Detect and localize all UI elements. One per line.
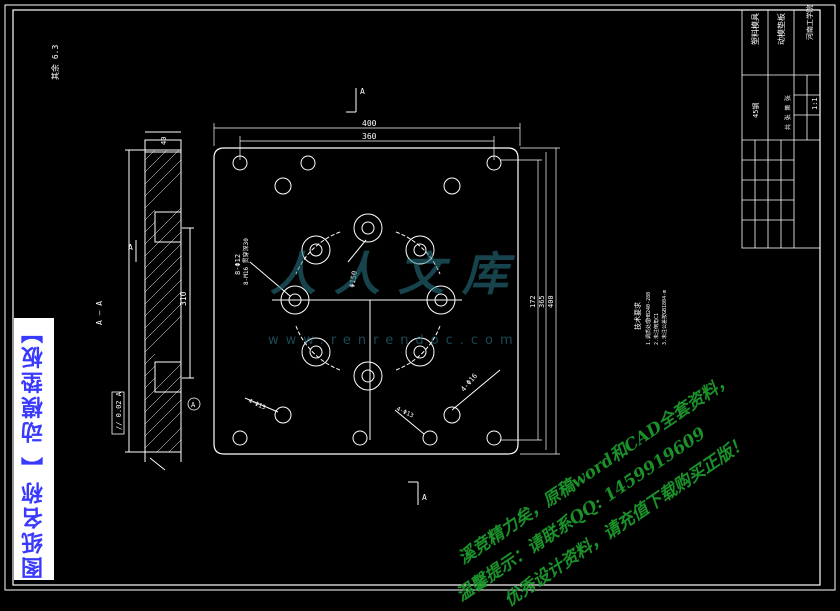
right-inner-dim: 172: [529, 295, 537, 308]
top-dimensions: [213, 123, 521, 160]
logo-watermark-url: www.renrendoc.com: [268, 333, 520, 348]
section-mark-side: A: [128, 243, 133, 252]
section-view: [125, 131, 194, 471]
right-total-dim: 400: [547, 295, 555, 308]
plate-plan-view: [213, 147, 519, 455]
top-outer-dim: 400: [362, 119, 377, 128]
tolerance-frame: [111, 391, 125, 435]
section-hatching: [144, 149, 182, 453]
title-block-material: 45钢: [751, 103, 760, 118]
right-dimensions: [500, 147, 560, 455]
right-mid-dim: 365: [538, 295, 546, 308]
title-block-sheet: 共 张 第 张: [784, 95, 792, 130]
thread-callout: 8-M16 贯穿深30: [242, 238, 250, 285]
section-view-label: A — A: [95, 301, 104, 325]
hole-pattern: [232, 155, 502, 446]
hole-callout-left: 8-Φ12: [234, 254, 242, 275]
notes-line-1: 1.调质处理HB240-280: [645, 292, 652, 345]
datum-symbol: [187, 397, 201, 411]
hole-callout-bottom-left: 4-Φ13: [247, 397, 267, 411]
outer-frame: [4, 4, 836, 591]
section-height-dim: 310: [179, 291, 188, 306]
notes-line-3: 3.未注公差按GB1804-m: [661, 290, 668, 345]
hole-callout-bottom: 4-Φ13: [395, 405, 415, 419]
notes-title: 技术要求: [633, 302, 642, 330]
title-block-school: 河南工学院: [805, 5, 814, 40]
roughness-note: 其余 6.3: [50, 45, 60, 80]
title-block: [741, 9, 821, 249]
drawing-title: 图纸名称【 动模垫板】: [14, 318, 54, 580]
title-block-part-name: 动模垫板: [776, 13, 786, 45]
notes-line-2: 2.未注倒角C1: [653, 313, 660, 345]
section-width-dim: 40: [160, 137, 168, 145]
logo-watermark: 人人文库: [270, 247, 526, 301]
title-block-scale: 1:1: [811, 97, 819, 110]
section-mark-top: A: [360, 87, 365, 96]
title-block-product: 塑料模具: [750, 13, 760, 45]
tolerance-frame-text: // 0.02 A: [115, 391, 123, 430]
datum-label: A: [191, 401, 196, 409]
cad-drawing-sheet: 塑料模具 动模垫板 河南工学院 45钢 1:1 共 张 第 张 其余 6.3: [4, 4, 836, 591]
pcd-callout: Φ150: [348, 270, 359, 288]
top-inner-dim: 360: [362, 132, 377, 141]
inner-frame: [12, 9, 821, 586]
section-mark-bottom: A: [422, 493, 427, 502]
